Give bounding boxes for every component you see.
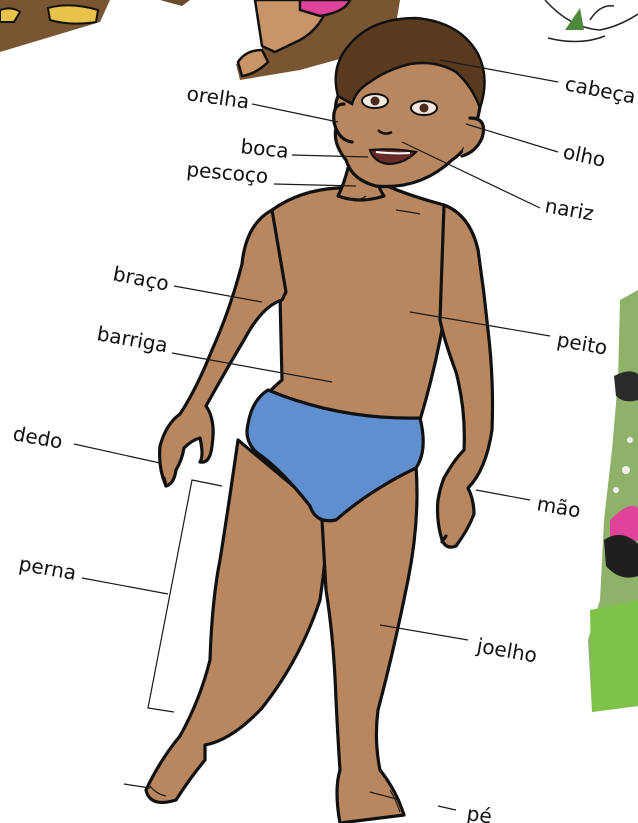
background-plant-top-right bbox=[545, 0, 638, 42]
label-joelho: joelho bbox=[474, 633, 539, 667]
label-dedo: dedo bbox=[11, 421, 64, 453]
label-orelha: orelha bbox=[185, 81, 251, 114]
label-mao: mão bbox=[535, 491, 582, 522]
child-figure bbox=[146, 18, 493, 823]
label-nariz: nariz bbox=[543, 193, 596, 225]
background-scene-top-left bbox=[0, 0, 110, 52]
label-peito: peito bbox=[555, 327, 609, 359]
right-arm bbox=[438, 205, 493, 547]
leader-orelha bbox=[252, 104, 338, 122]
label-boca: boca bbox=[239, 134, 289, 163]
label-perna: perna bbox=[17, 551, 78, 585]
label-pe: pé bbox=[465, 801, 493, 823]
label-olho: olho bbox=[561, 139, 608, 171]
label-barriga: barriga bbox=[95, 321, 170, 357]
leader-perna-pointer bbox=[82, 578, 168, 594]
label-pescoco: pescoço bbox=[186, 157, 270, 188]
label-cabeca: cabeça bbox=[563, 71, 638, 108]
leader-dedo bbox=[74, 444, 160, 463]
leader-mao bbox=[476, 490, 530, 500]
label-braco: braço bbox=[111, 261, 171, 295]
